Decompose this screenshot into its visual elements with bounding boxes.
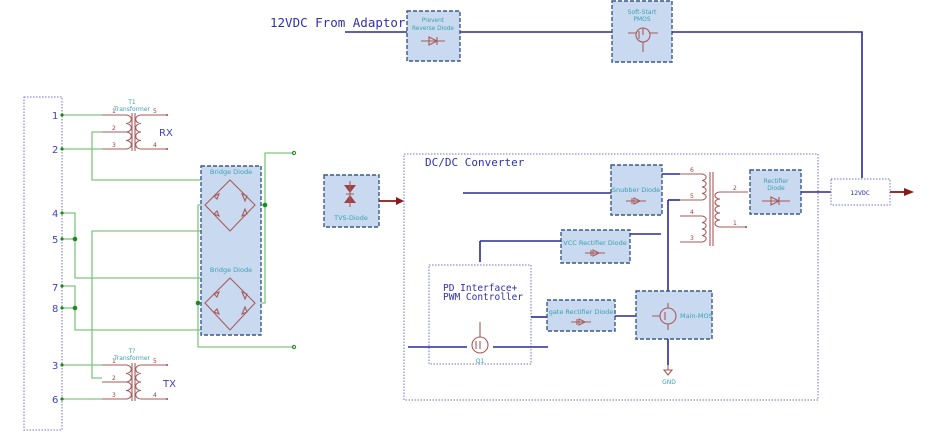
pin-3-label: 3 [52, 361, 58, 372]
pd-controller-line1: PD Interface+ [443, 283, 518, 294]
prevent-reverse-line2: Reverse Diode [412, 26, 454, 32]
rectifier-line1: Rectifier [764, 178, 789, 185]
vcc-rectifier-label: VCC Rectifier Diode [563, 239, 627, 247]
t2-pin-5: 5 [153, 358, 157, 365]
flyback-transformer: 6 5 4 3 2 1 [680, 167, 748, 246]
tvs-label: TVS-Diode [333, 214, 368, 222]
tvs-diode-icon [344, 181, 356, 207]
soft-start-pmos-block[interactable] [611, 0, 673, 63]
soft-start-line2: PMOS [633, 16, 651, 23]
prevent-reverse-line1: Prevent [422, 18, 445, 24]
ground-icon [662, 365, 674, 376]
gate-rectifier-diode-block[interactable] [546, 299, 616, 332]
dcdc-converter-region [403, 153, 819, 401]
bridge-top-diodes [204, 179, 256, 232]
snubber-diode-block[interactable] [610, 164, 663, 216]
snubber-label: Snubber Diode [612, 186, 660, 194]
pin-8-label: 8 [52, 304, 58, 315]
t2-name: Transformer [113, 355, 151, 362]
flyback-pin-6: 6 [690, 167, 694, 174]
flyback-pin-4: 4 [690, 209, 694, 216]
output-12vdc-label: 12VDC [850, 189, 870, 197]
pin-4-label: 4 [52, 209, 58, 220]
flyback-pin-2: 2 [733, 185, 737, 192]
rx-label: RX [159, 128, 173, 139]
t2-pin-1: 1 [112, 358, 116, 365]
ethernet-connector [23, 96, 63, 431]
rectifier-diode-icon [762, 196, 790, 206]
t1-pin-5: 5 [153, 108, 157, 115]
bridge-top-label: Bridge Diode [210, 168, 252, 176]
gate-rectifier-label: gate Rectifier Diode [549, 308, 614, 316]
t2-pin-4: 4 [153, 392, 157, 399]
q1-ref: Q1 [476, 358, 485, 365]
bridge-bottom-diodes [204, 277, 256, 331]
soft-start-line1: Soft-Start [628, 9, 657, 16]
gate-rectifier-icon [571, 318, 591, 326]
pin-1-label: 1 [52, 111, 58, 122]
pin-5-label: 5 [52, 235, 58, 246]
pin-2-label: 2 [52, 145, 58, 156]
t1-pin-2: 2 [112, 125, 116, 132]
tx-label: TX [162, 379, 176, 390]
transformer-t1: T1 Transformer 1 2 3 5 4 RX [102, 99, 173, 151]
vcc-rectifier-diode-block[interactable] [560, 229, 631, 264]
t1-pin-4: 4 [153, 142, 157, 149]
t2-ref: T? [128, 348, 136, 355]
t1-pin-3: 3 [112, 142, 116, 149]
pmos-icon [628, 27, 658, 52]
t1-name: Transformer [113, 106, 151, 113]
pd-controller-line2: PWM Controller [443, 292, 523, 303]
t1-pin-1: 1 [112, 108, 116, 115]
connector-pin-labels: 1 2 4 5 7 8 3 6 [52, 111, 58, 406]
flyback-pin-3: 3 [690, 235, 694, 242]
q1-mosfet-icon [471, 322, 489, 354]
t2-pin-2: 2 [112, 375, 116, 382]
ethernet-wires [62, 114, 294, 400]
main-mos-block[interactable] [635, 290, 713, 340]
pin-6-label: 6 [52, 395, 58, 406]
flyback-pin-5: 5 [690, 193, 694, 200]
bridge-bottom-label: Bridge Diode [210, 266, 252, 274]
main-mosfet-icon [652, 303, 677, 330]
vcc-rectifier-icon [585, 249, 605, 257]
flyback-pin-1: 1 [733, 220, 737, 227]
rectifier-diode-block[interactable] [749, 169, 802, 215]
prevent-reverse-diode-block[interactable] [406, 10, 461, 62]
gnd-label: GND [662, 379, 676, 386]
rectifier-line2: Diode [767, 185, 785, 192]
pin-7-label: 7 [52, 283, 58, 294]
snubber-diode-icon [626, 197, 646, 205]
dcdc-title: DC/DC Converter [425, 156, 525, 169]
junction-dots [60, 113, 297, 401]
output-arrow-icon [904, 188, 914, 196]
diode-icon [421, 36, 445, 46]
input-12vdc-label: 12VDC From Adaptor [270, 15, 406, 30]
t1-ref: T1 [127, 99, 136, 106]
bridge-diode-block[interactable] [200, 165, 262, 336]
main-mos-label: Main-MOS [680, 312, 713, 320]
t2-pin-3: 3 [112, 392, 116, 399]
pd-pwm-controller-box[interactable] [428, 264, 532, 365]
transformer-t2: T? Transformer 1 2 3 5 4 TX [102, 348, 176, 401]
